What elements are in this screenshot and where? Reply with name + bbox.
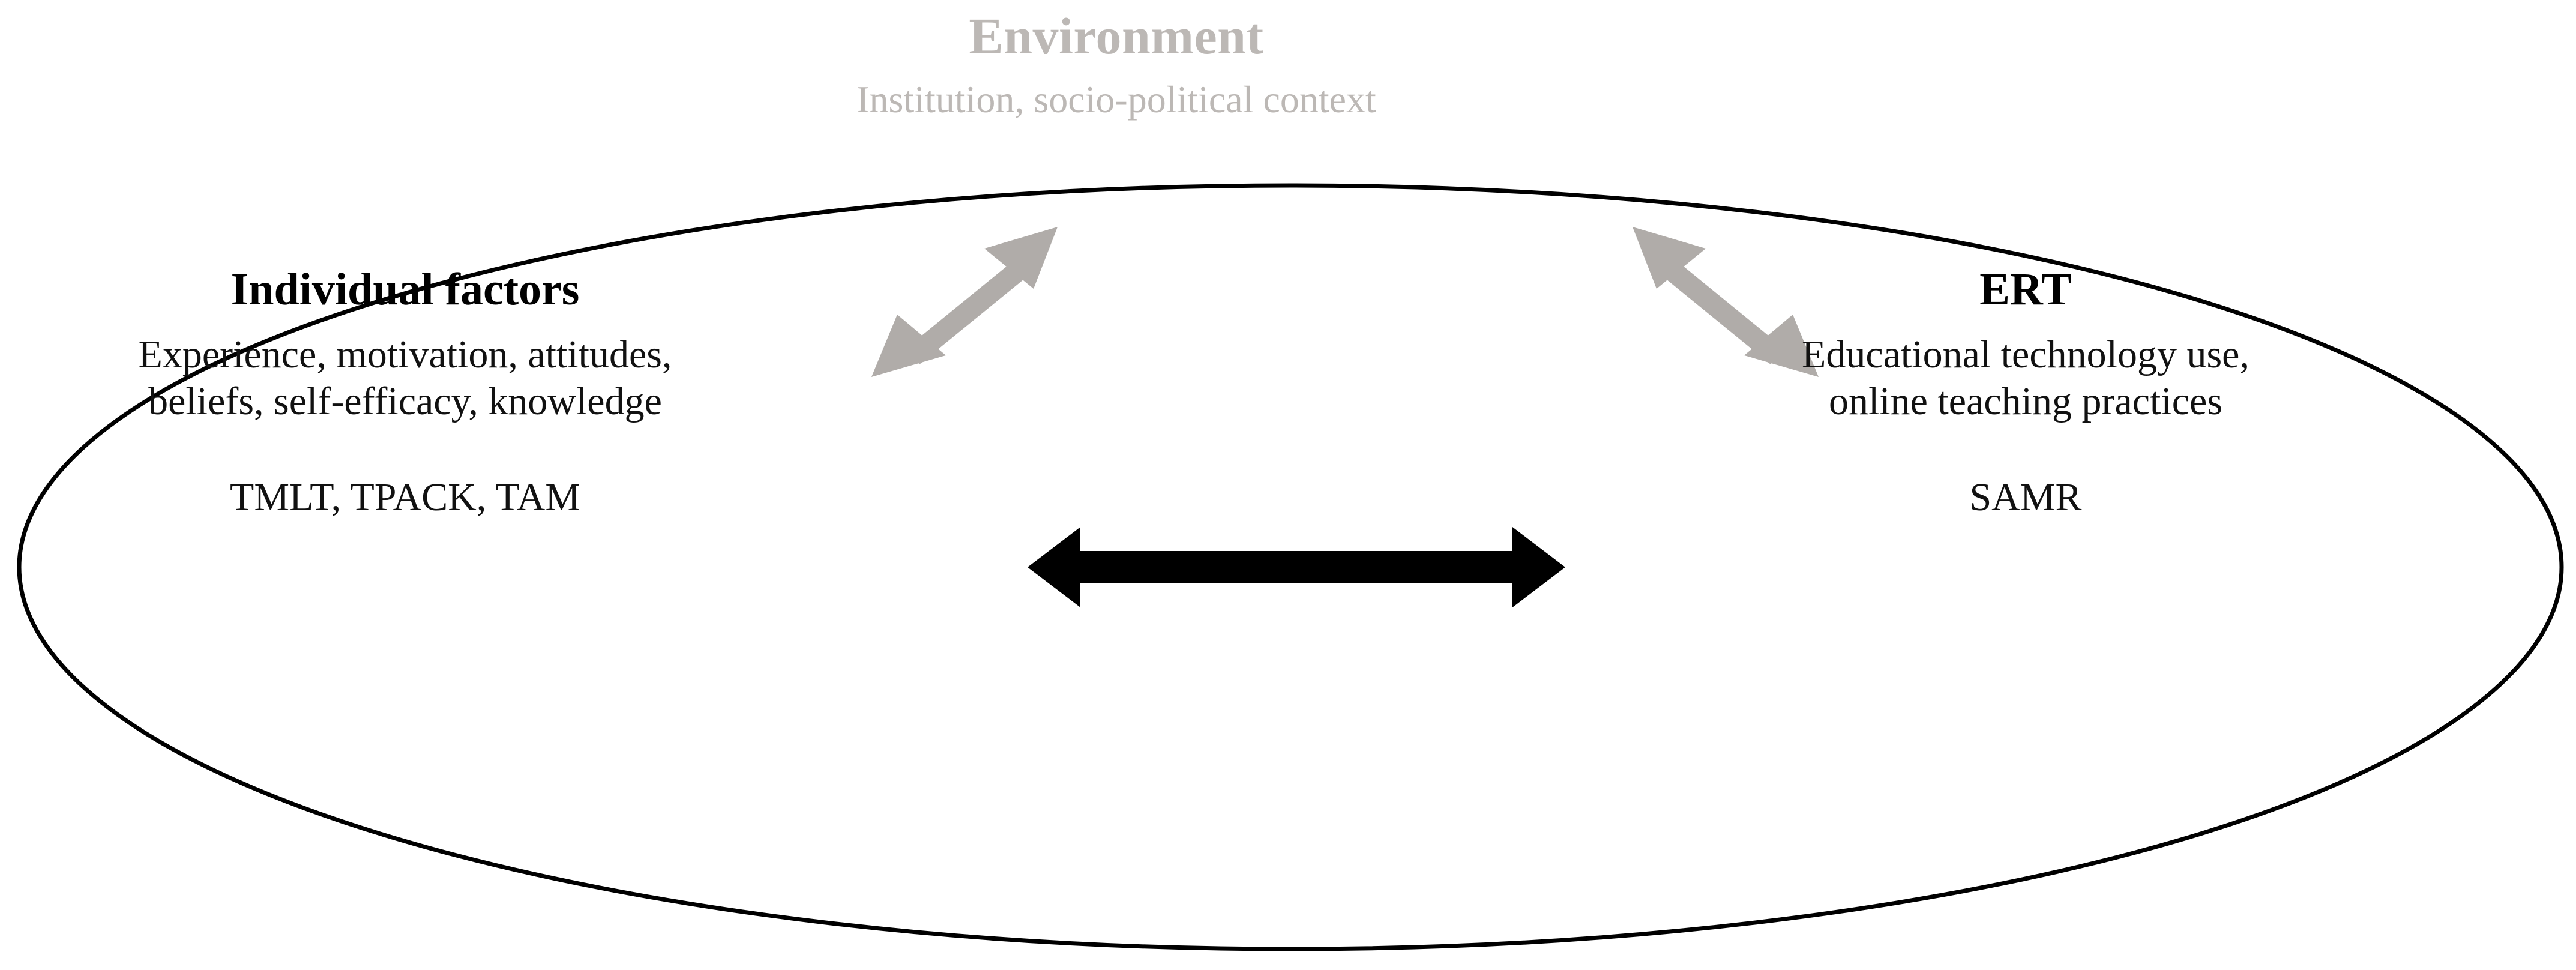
ert-heading: ERT	[1979, 264, 2072, 315]
ert-description-line-2: online teaching practices	[1828, 379, 2223, 423]
environment-title: Environment	[969, 7, 1264, 65]
ert-description: Educational technology use, online teach…	[1621, 331, 2431, 425]
ert-models: SAMR	[1969, 475, 2082, 519]
individual-factors-to-ert-arrow	[1028, 527, 1565, 607]
individual-factors-description-line-1: Experience, motivation, attitudes,	[138, 333, 672, 376]
individual-factors-models: TMLT, TPACK, TAM	[230, 475, 580, 519]
individual-factors-heading: Individual factors	[230, 264, 580, 315]
ert-to-environment-arrow	[1633, 227, 1819, 377]
ert-description-line-1: Educational technology use,	[1802, 333, 2249, 376]
individual-factors-description: Experience, motivation, attitudes, belie…	[0, 331, 810, 425]
individual-factors-to-environment-arrow	[871, 227, 1058, 377]
environment-subtitle: Institution, socio-political context	[856, 78, 1376, 121]
individual-factors-description-line-2: beliefs, self-efficacy, knowledge	[148, 379, 662, 423]
